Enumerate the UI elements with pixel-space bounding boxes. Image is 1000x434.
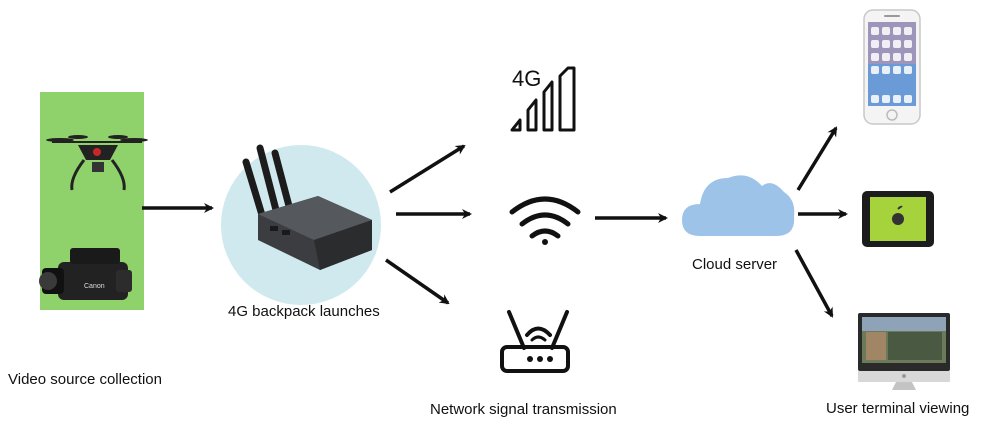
arrow-backpack-to-router: [385, 258, 450, 305]
svg-text:4G: 4G: [512, 66, 541, 91]
monitor-icon: [858, 313, 950, 390]
camcorder-icon: Canon: [39, 248, 132, 300]
wifi-icon: [509, 196, 581, 245]
cloud-label: Cloud server: [692, 256, 778, 273]
encoder-device-icon: [242, 144, 372, 270]
network-label: Network signal transmission: [430, 401, 617, 418]
svg-text:Canon: Canon: [84, 283, 105, 290]
drone-icon: [46, 135, 148, 191]
cloud-icon: [682, 175, 795, 236]
video-source-label: Video source collection: [8, 371, 162, 388]
arrow-cloud-to-monitor: [794, 249, 834, 318]
tablet-icon: [862, 191, 934, 247]
user-terminal-label: User terminal viewing: [826, 400, 970, 417]
arrow-backpack-to-4g: [389, 144, 466, 194]
video-source-panel: Canon: [39, 92, 148, 310]
arrow-cloud-to-phone: [796, 126, 838, 191]
phone-icon: [863, 9, 921, 125]
backpack-device: [221, 144, 381, 305]
backpack-label: 4G backpack launches: [228, 303, 380, 320]
cellular-4g-icon: 4G: [510, 66, 576, 132]
router-icon: [500, 310, 570, 373]
